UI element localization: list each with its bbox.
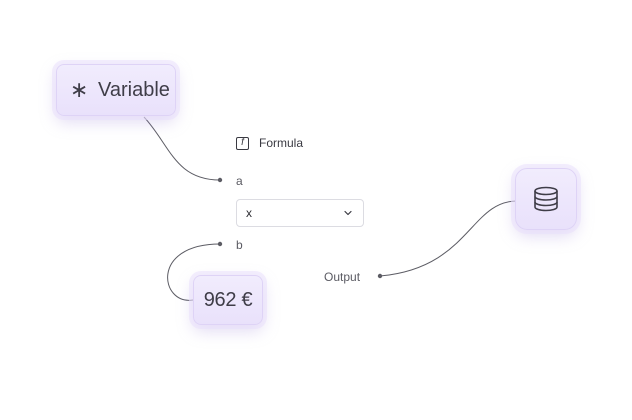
- function-icon: f: [236, 136, 249, 150]
- price-node[interactable]: 962 €: [193, 275, 263, 325]
- input-b-label: b: [236, 238, 243, 252]
- chevron-down-icon: [344, 210, 352, 216]
- wire-variable-to-a: [143, 116, 221, 181]
- port-b-dot[interactable]: [217, 241, 223, 247]
- formula-title: Formula: [259, 136, 304, 150]
- formula-select-value: x: [246, 206, 252, 220]
- wire-output-to-database: [379, 200, 519, 277]
- port-output-dot[interactable]: [377, 273, 383, 279]
- variable-node[interactable]: ∗ Variable: [56, 64, 176, 116]
- formula-select[interactable]: x: [236, 199, 364, 227]
- port-a-dot[interactable]: [217, 177, 223, 183]
- formula-header: f Formula: [236, 136, 303, 150]
- variable-node-label: Variable: [98, 78, 170, 101]
- price-value: 962 €: [203, 288, 253, 311]
- wire-b-to-price: [167, 243, 221, 301]
- output-label: Output: [324, 270, 361, 284]
- input-a-label: a: [236, 174, 243, 188]
- asterisk-icon: ∗: [70, 77, 89, 102]
- database-node[interactable]: [515, 168, 577, 230]
- database-icon: [534, 186, 558, 212]
